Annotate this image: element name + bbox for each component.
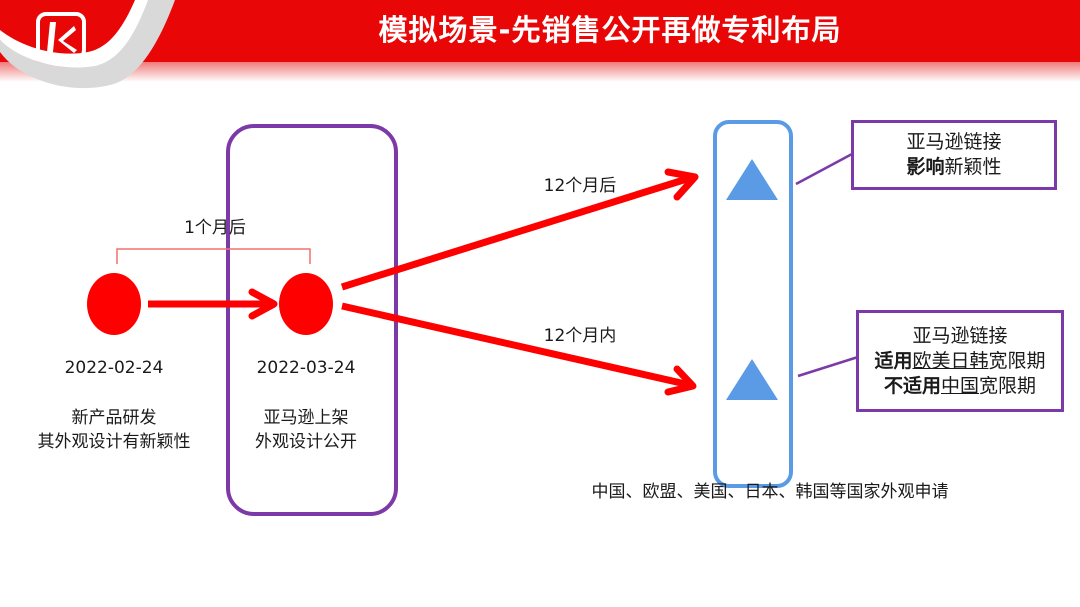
node-dev-line1: 新产品研发 — [71, 408, 157, 428]
node-dev — [87, 273, 141, 335]
branch-after-label: 12个月后 — [543, 176, 617, 196]
node-launch-line2: 外观设计公开 — [255, 432, 357, 452]
triangle-bottom — [726, 359, 778, 400]
branch-within-label: 12个月内 — [543, 326, 617, 346]
header-fade — [0, 62, 1080, 82]
callout-grace-line2: 适用欧美日韩宽限期 — [874, 350, 1046, 372]
node-dev-date: 2022-02-24 — [64, 358, 164, 378]
callout-novelty-line1: 亚马逊链接 — [906, 131, 1002, 153]
k-logo-icon — [36, 12, 88, 62]
gap-label: 1个月后 — [184, 218, 246, 238]
application-frame — [713, 120, 793, 488]
callout-grace-line3: 不适用中国宽限期 — [883, 375, 1037, 397]
node-launch-date: 2022-03-24 — [256, 358, 356, 378]
triangle-top — [726, 159, 778, 200]
node-launch — [279, 273, 333, 335]
page-title: 模拟场景-先销售公开再做专利布局 — [378, 13, 842, 47]
gap-bracket — [116, 248, 311, 264]
callout-grace-line1: 亚马逊链接 — [912, 325, 1008, 347]
callout-grace-period: 亚马逊链接 适用欧美日韩宽限期 不适用中国宽限期 — [856, 310, 1064, 412]
node-dev-line2: 其外观设计有新颖性 — [37, 432, 191, 452]
node-launch-line1: 亚马逊上架 — [263, 408, 349, 428]
callout-novelty: 亚马逊链接 影响新颖性 — [851, 120, 1057, 190]
callout-novelty-line2: 影响新颖性 — [906, 156, 1002, 178]
header-bar — [0, 0, 1080, 62]
applications-caption: 中国、欧盟、美国、日本、韩国等国家外观申请 — [591, 482, 949, 502]
